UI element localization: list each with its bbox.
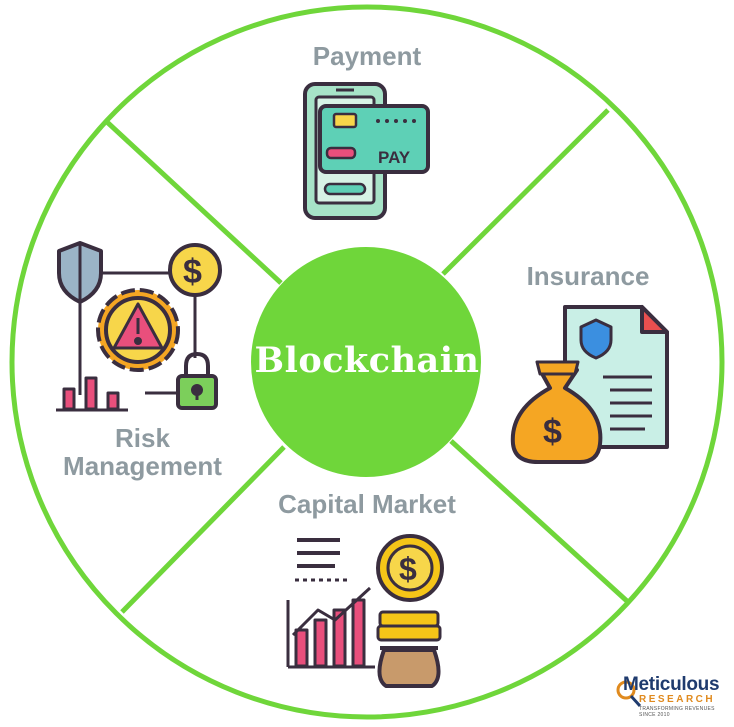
capital-market-label: Capital Market [278, 489, 456, 519]
magnifier-logo-icon [616, 680, 642, 708]
risk-label-line1: Risk [115, 423, 170, 453]
logo-name: Meticulous [623, 674, 720, 695]
smartphone-pay-card-icon [303, 82, 430, 220]
logo-subtitle: RESEARCH [639, 694, 716, 705]
growth-chart-coins-icon [286, 534, 444, 688]
center-circle [251, 247, 481, 477]
risk-dollar-symbol: $ [183, 253, 202, 291]
capital-dollar-symbol: $ [399, 551, 417, 587]
insurance-label: Insurance [526, 261, 650, 291]
insurance-dollar-symbol: $ [543, 413, 562, 451]
divider-bottom-left [120, 445, 286, 614]
risk-label-line2: Management [63, 451, 222, 481]
insurance-document-money-bag-icon [510, 305, 669, 464]
logo-tagline: TRANSFORMING REVENUES SINCE 2010 [639, 706, 715, 718]
payment-label: Payment [312, 41, 422, 71]
risk-gear-warning-icon [56, 241, 222, 412]
outer-ring [9, 4, 725, 720]
divider-top-right [441, 108, 610, 276]
pay-card-text: PAY [378, 148, 411, 167]
risk-management-label: Risk Management [30, 424, 255, 480]
center-title: Blockchain [254, 340, 480, 381]
meticulous-research-logo: Meticulous RESEARCH TRANSFORMING REVENUE… [613, 674, 729, 718]
divider-bottom-right [449, 439, 630, 604]
divider-top-left [105, 120, 283, 285]
